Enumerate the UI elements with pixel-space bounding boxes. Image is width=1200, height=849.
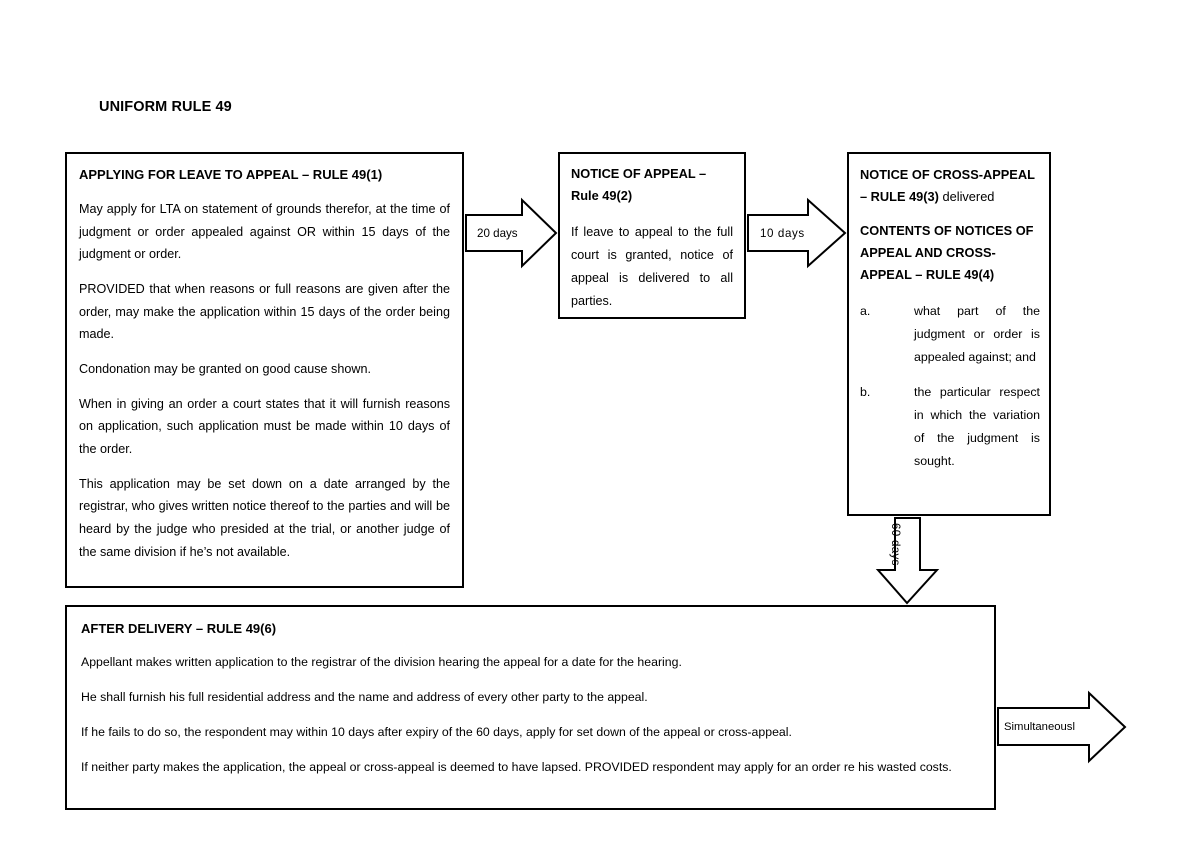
box-after-delivery-paragraph: Appellant makes written application to t… bbox=[81, 655, 682, 670]
box-after-delivery-paragraph: He shall furnish his full residential ad… bbox=[81, 690, 648, 705]
box-lta-paragraph: Condonation may be granted on good cause… bbox=[79, 361, 371, 376]
list-item-marker: a. bbox=[860, 304, 871, 318]
box-lta-heading: APPLYING FOR LEAVE TO APPEAL – RULE 49(1… bbox=[79, 167, 383, 182]
arrow-label-10-days: 10 days bbox=[760, 227, 805, 240]
list-item-text: the particular respect in which the vari… bbox=[914, 384, 1040, 468]
box-lta-paragraph: May apply for LTA on statement of ground… bbox=[79, 202, 450, 262]
list-item: b. the particular respect in which the v… bbox=[860, 381, 1040, 473]
arrow-label-20-days: 20 days bbox=[477, 227, 518, 240]
list-item-marker: b. bbox=[860, 384, 871, 399]
arrow-cross-to-after bbox=[875, 517, 940, 605]
box-lta-paragraph: PROVIDED that when reasons or full reaso… bbox=[79, 282, 450, 342]
box-notice-of-cross-appeal: NOTICE OF CROSS-APPEAL – RULE 49(3) deli… bbox=[847, 152, 1051, 516]
box-after-delivery-heading: AFTER DELIVERY – RULE 49(6) bbox=[81, 621, 277, 636]
list-item: a. what part of the judgment or order is… bbox=[860, 300, 1040, 369]
box-cross-appeal-heading-1-regular: delivered bbox=[938, 189, 995, 204]
box-after-delivery: AFTER DELIVERY – RULE 49(6) Appellant ma… bbox=[65, 605, 996, 810]
box-notice-of-appeal: NOTICE OF APPEAL – Rule 49(2) If leave t… bbox=[558, 152, 746, 319]
list-item-text: what part of the judgment or order is ap… bbox=[914, 304, 1040, 364]
arrow-label-simultaneous: Simultaneousl bbox=[1004, 721, 1075, 733]
box-after-delivery-paragraph: If neither party makes the application, … bbox=[81, 760, 952, 775]
box-cross-appeal-heading-1-bold: NOTICE OF CROSS-APPEAL – RULE 49(3) bbox=[860, 167, 1035, 204]
box-notice-of-appeal-paragraph: If leave to appeal to the full court is … bbox=[571, 224, 733, 309]
box-after-delivery-paragraph: If he fails to do so, the respondent may… bbox=[81, 725, 792, 740]
box-cross-appeal-heading-2: CONTENTS OF NOTICES OF APPEAL AND CROSS-… bbox=[860, 223, 1034, 282]
arrow-label-60-days: 60 days bbox=[889, 523, 902, 566]
box-cross-appeal-heading-1: NOTICE OF CROSS-APPEAL – RULE 49(3) deli… bbox=[860, 164, 1040, 208]
box-lta-paragraph: This application may be set down on a da… bbox=[79, 476, 450, 559]
page-title: UNIFORM RULE 49 bbox=[99, 99, 232, 115]
box-notice-of-appeal-heading: NOTICE OF APPEAL – Rule 49(2) bbox=[571, 166, 707, 203]
box-lta-paragraph: When in giving an order a court states t… bbox=[79, 396, 450, 456]
box-applying-for-leave-to-appeal: APPLYING FOR LEAVE TO APPEAL – RULE 49(1… bbox=[65, 152, 464, 588]
